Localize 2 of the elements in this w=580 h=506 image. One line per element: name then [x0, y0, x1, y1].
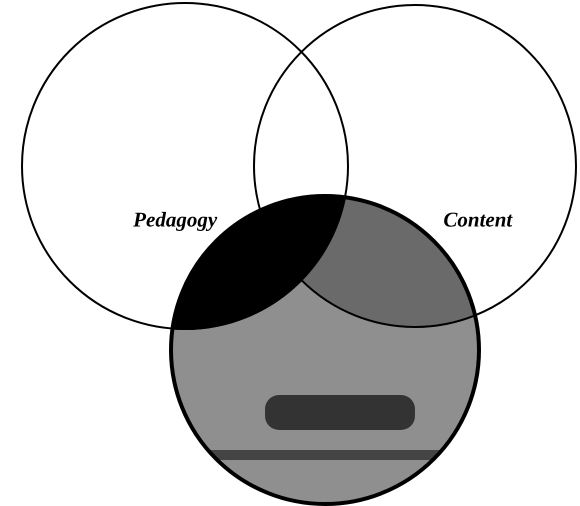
circle-label: Content — [443, 208, 512, 233]
circle-label: Pedagogy — [133, 208, 218, 233]
